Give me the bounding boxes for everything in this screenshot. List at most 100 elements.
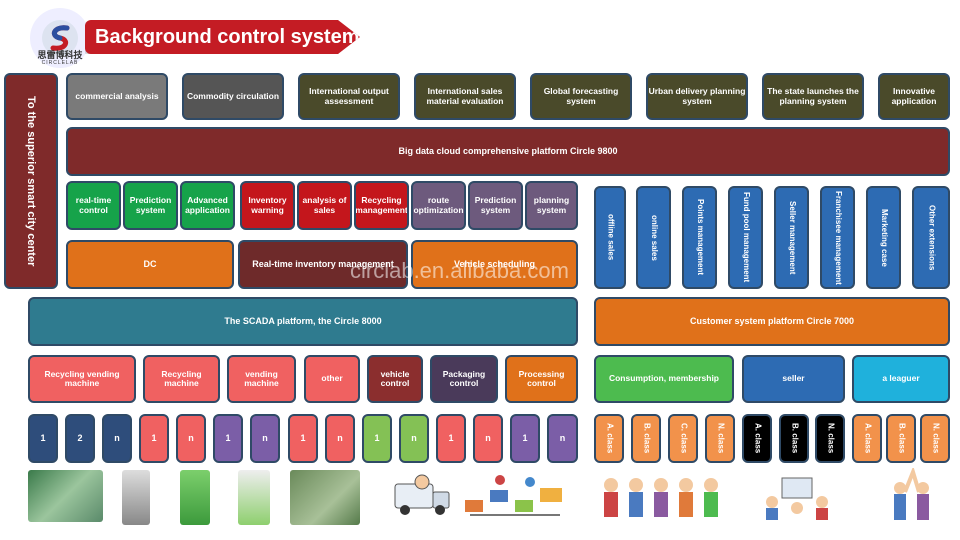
dc-box: DC (66, 240, 234, 289)
delivery-van-icon (394, 474, 450, 515)
top-box-state-planning: The state launches the planning system (762, 73, 864, 120)
class-label: C. class (679, 423, 689, 454)
top-box-label: Commodity circulation (186, 90, 280, 101)
device-label: vending machine (244, 368, 279, 388)
module-inventory-warning: Inventory warning (240, 181, 295, 230)
right-box-label: Points management (695, 199, 705, 276)
device-recycling-machine: Recycling machine (143, 355, 220, 403)
page-title: Background control system (85, 20, 360, 54)
device-packaging-control: Packaging control (430, 355, 498, 403)
right-box-label: Other extensions (927, 204, 937, 271)
device-recycling-vending: Recycling vending machine (28, 355, 136, 403)
recycling-machine-image (180, 470, 210, 525)
right-box-marketing-case: Marketing case (866, 186, 901, 289)
device-vehicle-control: vehicle control (367, 355, 423, 403)
unit-label: 2 (77, 432, 83, 443)
inventory-management-box: Real-time inventory management (238, 240, 408, 289)
logistics-icon (465, 475, 562, 516)
unit-label: n (559, 432, 566, 443)
module-label: analysis of sales (302, 195, 347, 215)
unit-label: 1 (40, 432, 46, 443)
big-data-label: Big data cloud comprehensive platform Ci… (398, 145, 618, 156)
unit-box: 1 (510, 414, 540, 463)
class-label: N. class (716, 423, 726, 454)
unit-label: n (262, 432, 268, 443)
top-box-label: Innovative application (891, 86, 937, 106)
customer-type-label: Consumption, membership (608, 373, 720, 384)
module-planning-system: planning system (525, 181, 578, 230)
kiosk-image (238, 470, 270, 525)
right-box-points-management: Points management (682, 186, 717, 289)
module-advanced-application: Advanced application (180, 181, 235, 230)
unit-label: n (485, 432, 491, 443)
unit-box: 1 (288, 414, 318, 463)
right-box-franchisee: Franchisee management (820, 186, 855, 289)
class-box: B. class (886, 414, 916, 463)
top-box-label: Global forecasting system (543, 86, 619, 106)
customer-platform: Customer system platform Circle 7000 (594, 297, 950, 346)
device-label: other (321, 373, 343, 384)
top-box-label: The state launches the planning system (767, 86, 859, 106)
module-prediction-system-2: Prediction system (468, 181, 523, 230)
unit-label: n (188, 432, 194, 443)
module-label: Prediction system (474, 195, 517, 215)
customer-consumption: Consumption, membership (594, 355, 734, 403)
right-box-label: offline sales (606, 214, 616, 261)
customer-type-label: a leaguer (882, 373, 920, 384)
module-label: Recycling management (355, 195, 408, 215)
right-box-label: Seller management (787, 200, 797, 275)
unit-box: 1 (139, 414, 169, 463)
right-box-fund-pool: Fund pool management (728, 186, 763, 289)
customer-label: Customer system platform Circle 7000 (689, 315, 855, 326)
unit-label: 1 (300, 432, 306, 443)
teamwork-icon (894, 465, 929, 520)
class-box: C. class (668, 414, 698, 463)
device-label: Packaging control (442, 368, 486, 388)
class-label: A. class (863, 423, 873, 454)
unit-box: n (250, 414, 280, 463)
customer-type-label: seller (782, 373, 805, 384)
unit-label: n (337, 432, 343, 443)
unit-box: 1 (213, 414, 243, 463)
unit-box: 2 (65, 414, 95, 463)
unit-box: 1 (362, 414, 392, 463)
module-label: Advanced application (185, 195, 230, 215)
seller-icon (766, 477, 828, 520)
class-box: N. class (705, 414, 735, 463)
class-box: A. class (594, 414, 624, 463)
unit-box: 1 (28, 414, 58, 463)
class-box: B. class (779, 414, 809, 463)
right-box-seller-management: Seller management (774, 186, 809, 289)
right-box-label: Fund pool management (741, 192, 751, 283)
module-route-optimization: route optimization (411, 181, 466, 230)
seller-illustration (760, 470, 835, 522)
right-box-label: online sales (649, 214, 659, 261)
unit-label: n (411, 432, 417, 443)
vehicle-scheduling-box: Vehicle scheduling (411, 240, 578, 289)
device-label: Processing control (518, 368, 565, 388)
module-prediction-system: Prediction system (123, 181, 178, 230)
big-data-platform: Big data cloud comprehensive platform Ci… (66, 127, 950, 176)
class-label: N. class (931, 423, 941, 454)
unit-label: 1 (225, 432, 231, 443)
top-box-innovative: Innovative application (878, 73, 950, 120)
class-label: B. class (642, 423, 652, 454)
class-label: B. class (790, 423, 800, 454)
module-label: Prediction system (129, 195, 172, 215)
unit-label: 1 (522, 432, 528, 443)
module-label: planning system (533, 195, 570, 215)
device-label: Recycling vending machine (44, 368, 120, 388)
inventory-label: Real-time inventory management (252, 258, 394, 269)
watermark: circlab.en.alibaba.com (350, 258, 569, 283)
class-box: N. class (920, 414, 950, 463)
scada-label: The SCADA platform, the Circle 8000 (224, 315, 382, 326)
recycling-vending-machine-image (28, 470, 103, 522)
unit-box: n (399, 414, 429, 463)
top-box-urban-delivery: Urban delivery planning system (646, 73, 748, 120)
vehicle-label: Vehicle scheduling (453, 258, 536, 269)
unit-box: 1 (436, 414, 466, 463)
logistics-illustration (460, 470, 570, 522)
module-realtime-control: real-time control (66, 181, 121, 230)
vending-machine-image (122, 470, 150, 525)
top-box-label: Urban delivery planning system (648, 86, 746, 106)
